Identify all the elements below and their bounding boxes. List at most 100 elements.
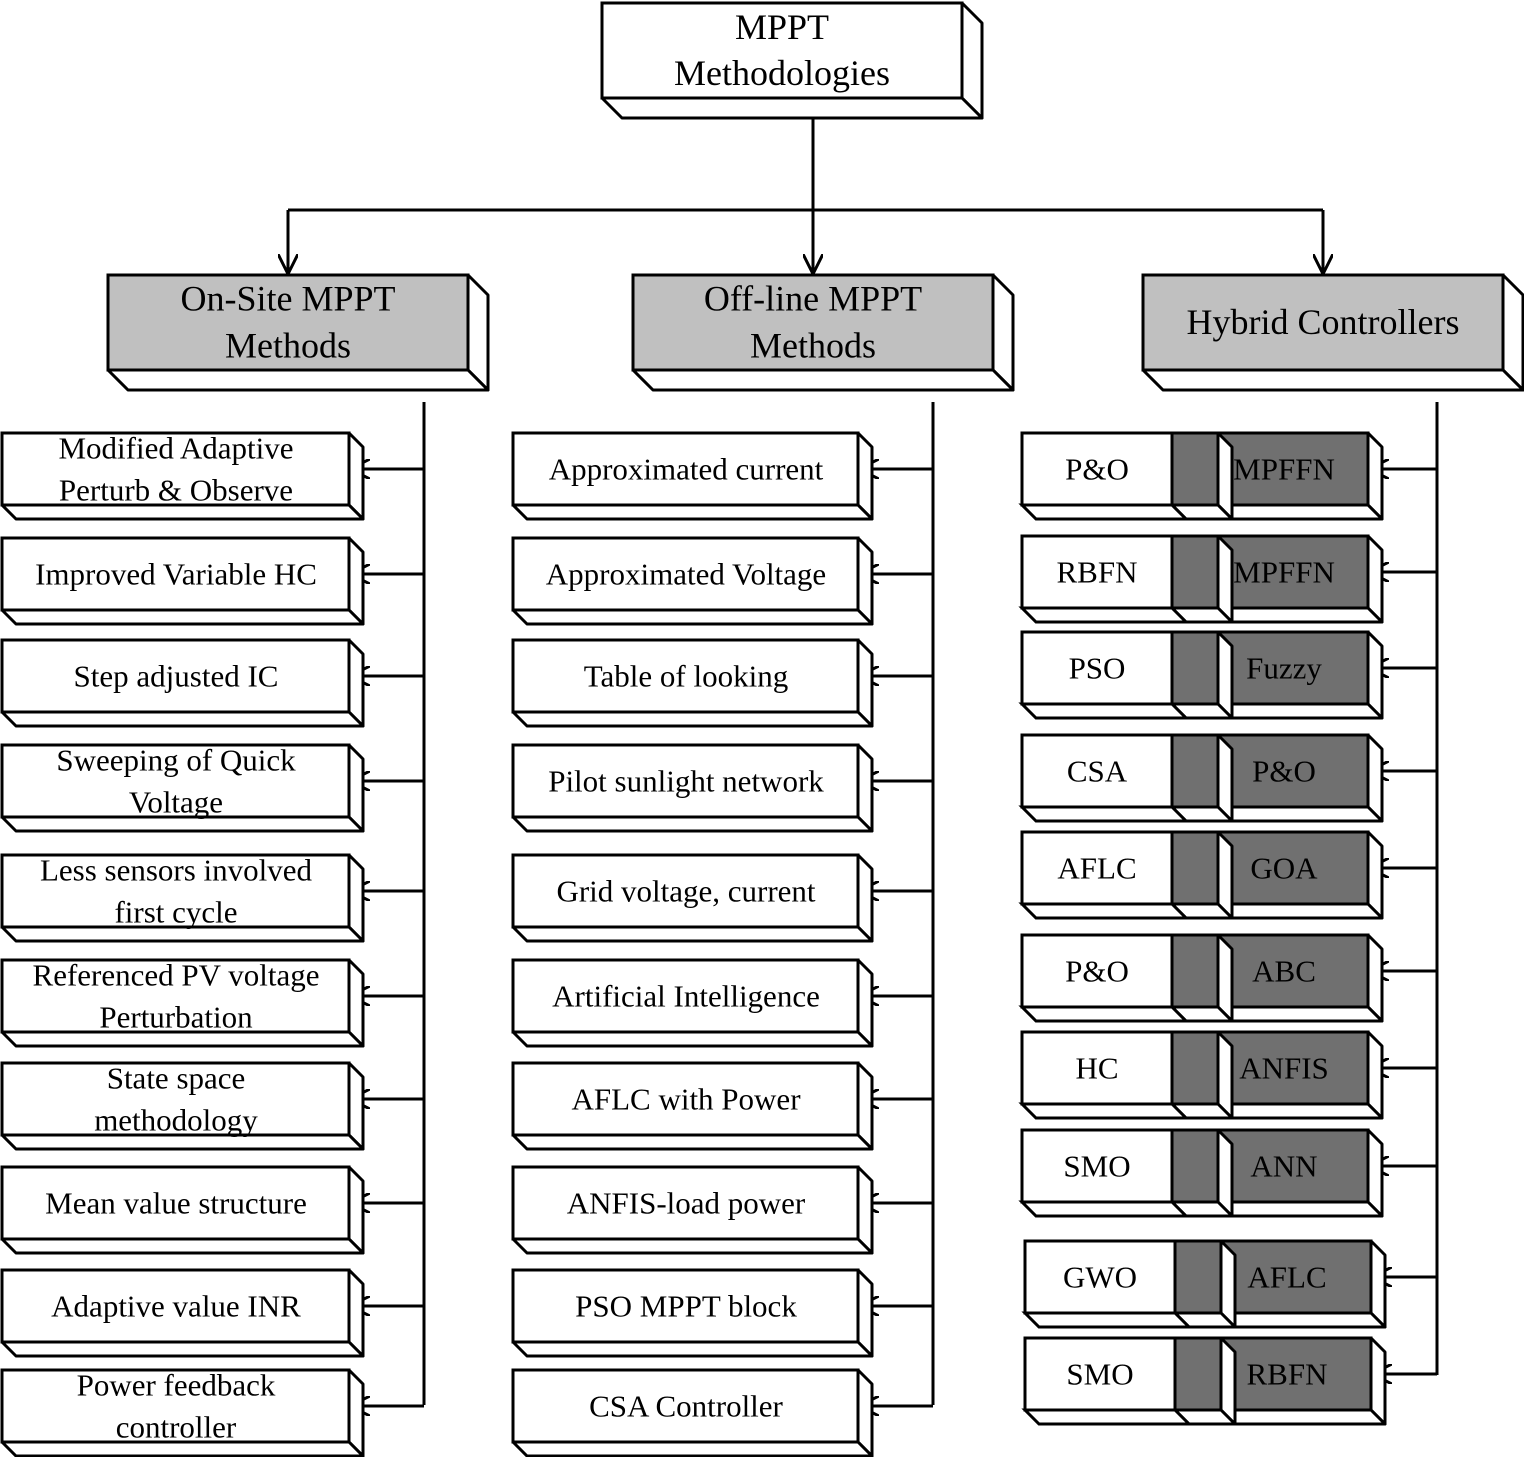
onsite-item-3-label: Step adjusted IC bbox=[74, 659, 279, 694]
hybrid-pair-2-left-label: RBFN bbox=[1057, 555, 1138, 590]
onsite-item-3-front bbox=[0, 638, 351, 714]
offline-item-9-front bbox=[511, 1268, 860, 1344]
category-onsite-title-line-2: Methods bbox=[225, 326, 351, 366]
offline-item-1: Approximated current bbox=[511, 431, 874, 521]
offline-item-2-base bbox=[511, 608, 874, 626]
onsite-item-2-label: Improved Variable HC bbox=[35, 557, 317, 592]
onsite-item-7-front bbox=[0, 1061, 351, 1137]
hybrid-pair-3-left-base bbox=[1018, 702, 1190, 720]
onsite-item-7-label-line-1: State space bbox=[107, 1061, 246, 1096]
offline-item-1-base bbox=[511, 503, 874, 521]
hybrid-pair-1-left-base bbox=[1018, 503, 1190, 521]
onsite-item-1-front bbox=[0, 431, 351, 507]
hybrid-pair-3-right-box bbox=[1216, 630, 1384, 720]
hybrid-pair-2-joint bbox=[1170, 534, 1234, 624]
onsite-item-10-front bbox=[0, 1368, 351, 1444]
hybrid-pair-4-left-box bbox=[1020, 733, 1174, 809]
hybrid-pair-9-right-box-front bbox=[1219, 1239, 1373, 1315]
hybrid-pair-4-right-box-front bbox=[1216, 733, 1370, 809]
offline-item-7-front bbox=[511, 1061, 860, 1137]
hybrid-pair-8-joint bbox=[1170, 1128, 1234, 1218]
hybrid-pair-10-joint-front bbox=[1173, 1336, 1223, 1412]
hybrid-pair-5-joint-front bbox=[1170, 830, 1220, 906]
hybrid-pair-7-left-box bbox=[1020, 1030, 1174, 1106]
hybrid-pair-7-left-base bbox=[1018, 1102, 1190, 1120]
onsite-item-4-front bbox=[0, 743, 351, 819]
offline-item-8-label: ANFIS-load power bbox=[567, 1186, 806, 1221]
offline-item-8: ANFIS-load power bbox=[511, 1165, 874, 1255]
onsite-item-9-front bbox=[0, 1268, 351, 1344]
hybrid-pair-1-joint-front bbox=[1170, 431, 1220, 507]
root-title-line-1: MPPT bbox=[735, 7, 829, 47]
hybrid-pair-9-joint bbox=[1173, 1239, 1237, 1329]
hybrid-pair-8-left-box bbox=[1020, 1128, 1174, 1204]
hybrid-pair-6-left-label: P&O bbox=[1065, 954, 1129, 989]
onsite-item-8-front bbox=[0, 1165, 351, 1241]
hybrid-pair-8-right-label: ANN bbox=[1250, 1149, 1317, 1184]
offline-item-8-front bbox=[511, 1165, 860, 1241]
hybrid-pair-6-left-box bbox=[1020, 933, 1174, 1009]
offline-item-5-label: Grid voltage, current bbox=[556, 874, 815, 909]
category-offline-title-line-2: Methods bbox=[750, 326, 876, 366]
hybrid-pair-6-joint bbox=[1170, 933, 1234, 1023]
hybrid-pair-6-right-box bbox=[1216, 933, 1384, 1023]
onsite-item-4-label-line-2: Voltage bbox=[129, 785, 223, 820]
category-onsite-box-front bbox=[106, 273, 470, 372]
root-box-front bbox=[600, 1, 964, 100]
offline-item-4: Pilot sunlight network bbox=[511, 743, 874, 833]
onsite-item-6-front bbox=[0, 958, 351, 1034]
offline-item-6: Artificial Intelligence bbox=[511, 958, 874, 1048]
hybrid-pair-10-joint bbox=[1173, 1336, 1237, 1426]
hybrid-pair-5-right-box-base bbox=[1216, 902, 1384, 920]
category-offline-box: Off-line MPPT Methods bbox=[631, 273, 1015, 392]
offline-item-3-front bbox=[511, 638, 860, 714]
offline-item-3: Table of looking bbox=[511, 638, 874, 728]
hybrid-pair-4-left-label: CSA bbox=[1067, 754, 1128, 789]
category-offline-title-line-1: Off-line MPPT bbox=[704, 279, 922, 319]
offline-item-4-base bbox=[511, 815, 874, 833]
onsite-item-9-base bbox=[0, 1340, 365, 1358]
hybrid-pair-7-right-box-base bbox=[1216, 1102, 1384, 1120]
offline-item-7-label: AFLC with Power bbox=[571, 1082, 801, 1117]
hybrid-pair-1-right-box-base bbox=[1216, 503, 1384, 521]
offline-item-10-label: CSA Controller bbox=[589, 1389, 783, 1424]
hybrid-pair-9-left-label: GWO bbox=[1063, 1260, 1137, 1295]
offline-item-9: PSO MPPT block bbox=[511, 1268, 874, 1358]
offline-item-3-label: Table of looking bbox=[584, 659, 788, 694]
onsite-item-8: Mean value structure bbox=[0, 1165, 365, 1255]
hybrid-pair-8-right-box-base bbox=[1216, 1200, 1384, 1218]
hybrid-pair-9-left-box bbox=[1023, 1239, 1177, 1315]
hybrid-pair-2-left-box bbox=[1020, 534, 1174, 610]
root-box-base bbox=[600, 96, 984, 120]
onsite-item-3: Step adjusted IC bbox=[0, 638, 365, 728]
hybrid-pair-8-right-box bbox=[1216, 1128, 1384, 1218]
hybrid-pair-1-right-label: MPFFN bbox=[1233, 452, 1335, 487]
hybrid-pair-4-left-base bbox=[1018, 805, 1190, 823]
hybrid-pair-2: RBFN MPFFN bbox=[1018, 534, 1384, 624]
hybrid-pair-1-right-box bbox=[1216, 431, 1384, 521]
hybrid-pair-5-right-box-front bbox=[1216, 830, 1370, 906]
onsite-item-2-front bbox=[0, 536, 351, 612]
onsite-item-5-label-line-2: first cycle bbox=[114, 895, 237, 930]
hybrid-pair-10-left-label: SMO bbox=[1066, 1357, 1133, 1392]
hybrid-pair-3-right-label: Fuzzy bbox=[1246, 651, 1322, 686]
hybrid-pair-5-joint bbox=[1170, 830, 1234, 920]
hybrid-pair-8-right-box-front bbox=[1216, 1128, 1370, 1204]
hybrid-pair-3-right-box-base bbox=[1216, 702, 1384, 720]
offline-item-1-label: Approximated current bbox=[549, 452, 824, 487]
category-onsite-title-line-1: On-Site MPPT bbox=[180, 279, 395, 319]
hybrid-pair-2-right-label: MPFFN bbox=[1233, 555, 1335, 590]
